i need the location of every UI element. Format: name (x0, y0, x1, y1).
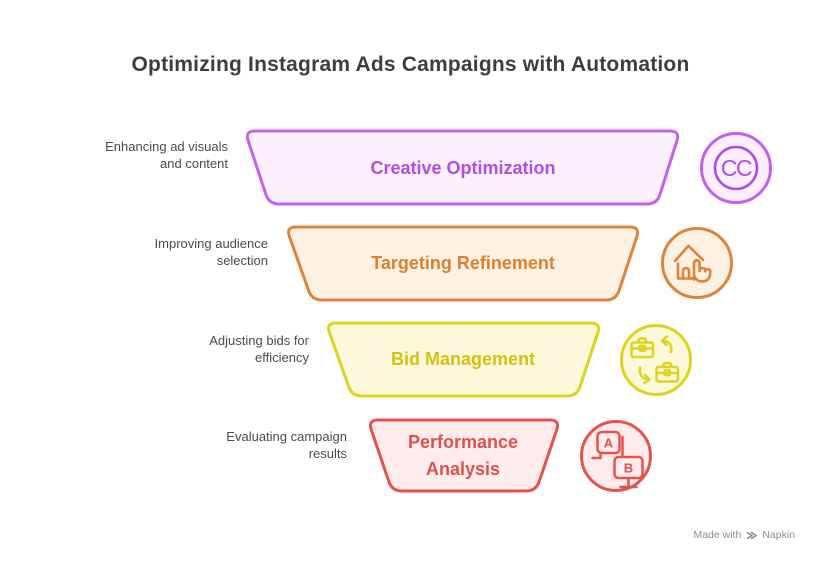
svg-text:CC: CC (721, 155, 752, 181)
house-tap-icon (661, 227, 733, 299)
briefcase-swap-icon (620, 324, 692, 396)
cc-circle-icon: CC (700, 132, 772, 204)
level-1-label: Creative Optimization (370, 158, 556, 178)
napkin-logo-icon (746, 531, 758, 539)
funnel-level-1-shape (245, 129, 680, 206)
funnel-level-3-shape (327, 321, 601, 398)
level-2-description: Improving audience selection (154, 236, 268, 268)
funnel-level-4-shape (368, 418, 560, 493)
watermark-made-with: Made with (693, 529, 742, 541)
svg-text:B: B (624, 461, 633, 476)
svg-text:A: A (604, 436, 614, 451)
level-2-label: Targeting Refinement (371, 253, 555, 273)
level-3-description: Adjusting bids for efficiency (209, 333, 309, 365)
ab-test-screens-icon: A B (580, 420, 652, 492)
watermark-brand: Napkin (762, 529, 795, 541)
diagram-title: Optimizing Instagram Ads Campaigns with … (131, 53, 690, 76)
level-4-description: Evaluating campaign results (226, 429, 347, 461)
level-3-label: Bid Management (390, 349, 536, 369)
level-1-description: Enhancing ad visuals and content (105, 139, 228, 171)
level-4-label: Performance Analysis (407, 432, 519, 479)
funnel-level-2-shape (287, 225, 640, 302)
watermark: Made with Napkin (693, 528, 795, 542)
